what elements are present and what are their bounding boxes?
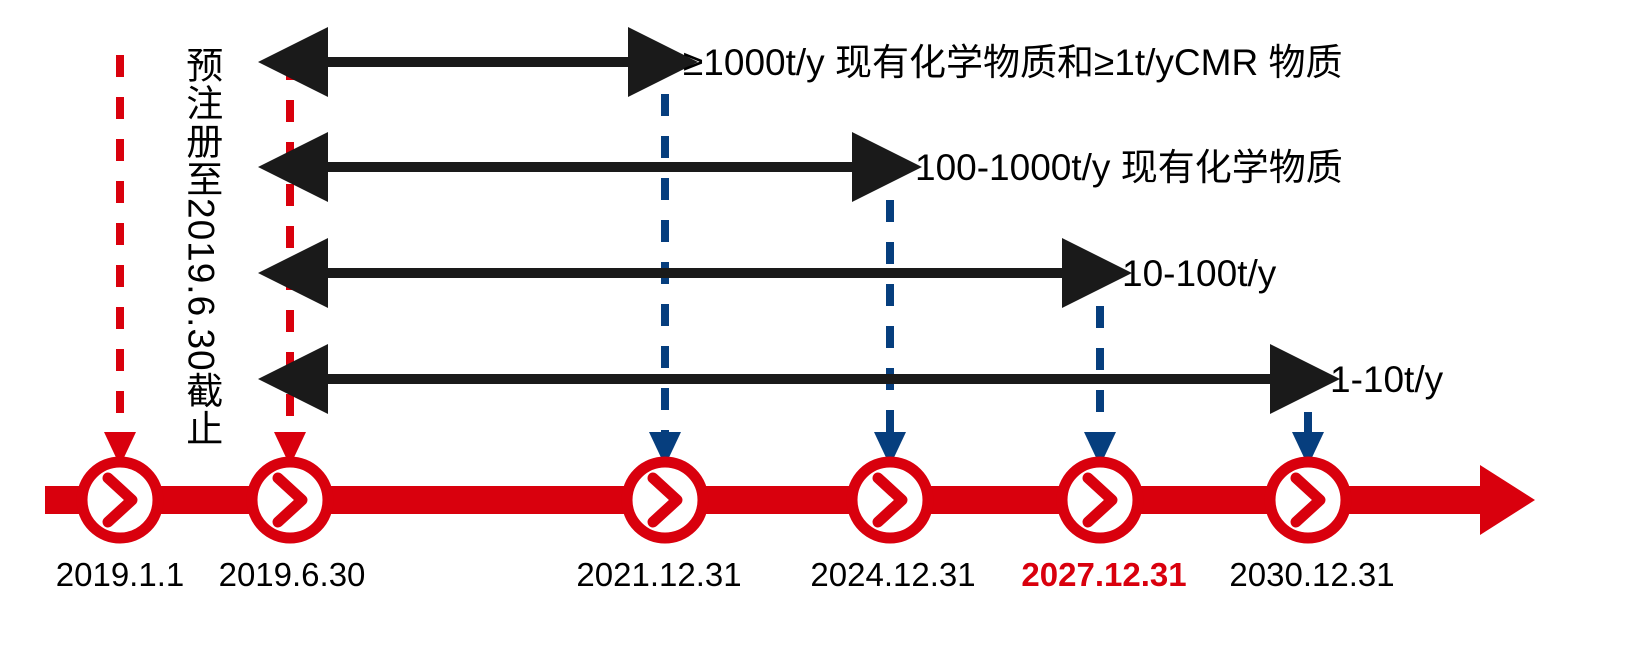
pre-registration-note: 预注册至2019.6.30截止 xyxy=(180,46,222,448)
pre-registration-note-date: 2019.6.30 xyxy=(180,198,222,372)
connector-blue-2030-12-31 xyxy=(1292,370,1324,466)
connector-red-2019-6-30 xyxy=(274,58,306,466)
milestone-marker-2021-12-31[interactable] xyxy=(621,456,709,544)
connector-blue-2021-12-31 xyxy=(649,52,681,466)
milestone-marker-2019-1-1[interactable] xyxy=(76,456,164,544)
milestone-marker-2019-6-30[interactable] xyxy=(246,456,334,544)
phase-label-1: ≥1000t/y 现有化学物质和≥1t/yCMR 物质 xyxy=(683,42,1343,83)
phase-label-4: 1-10t/y xyxy=(1330,359,1444,400)
date-label-2021-12-31: 2021.12.31 xyxy=(576,556,742,593)
date-label-2027-12-31: 2027.12.31 xyxy=(1021,556,1187,593)
date-label-2030-12-31: 2030.12.31 xyxy=(1229,556,1395,593)
connector-blue-2024-12-31 xyxy=(874,158,906,466)
milestone-marker-2027-12-31[interactable] xyxy=(1056,456,1144,544)
milestone-marker-2024-12-31[interactable] xyxy=(846,456,934,544)
date-label-2019-6-30: 2019.6.30 xyxy=(218,556,366,593)
date-label-2024-12-31: 2024.12.31 xyxy=(810,556,976,593)
pre-registration-note-cjk-top: 预注册至 xyxy=(180,46,222,198)
phase-label-3: 10-100t/y xyxy=(1122,253,1277,294)
phase-label-2: 100-1000t/y 现有化学物质 xyxy=(915,147,1343,188)
connector-red-2019-1-1 xyxy=(104,55,136,466)
date-label-2019-1-1: 2019.1.1 xyxy=(55,556,185,593)
milestone-marker-2030-12-31[interactable] xyxy=(1264,456,1352,544)
connector-blue-2027-12-31 xyxy=(1084,264,1116,466)
pre-registration-note-cjk-bottom: 截止 xyxy=(180,371,222,448)
